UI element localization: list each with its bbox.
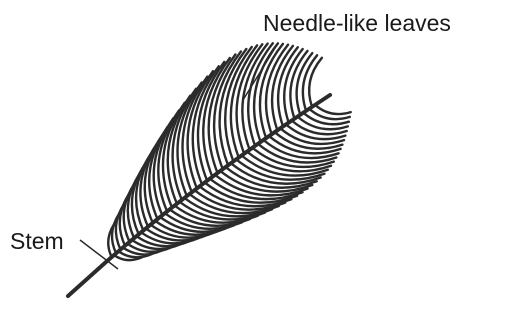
- needle-lower: [315, 105, 351, 114]
- stem-label: Stem: [10, 230, 64, 253]
- needle-leaves-label: Needle-like leaves: [263, 12, 451, 35]
